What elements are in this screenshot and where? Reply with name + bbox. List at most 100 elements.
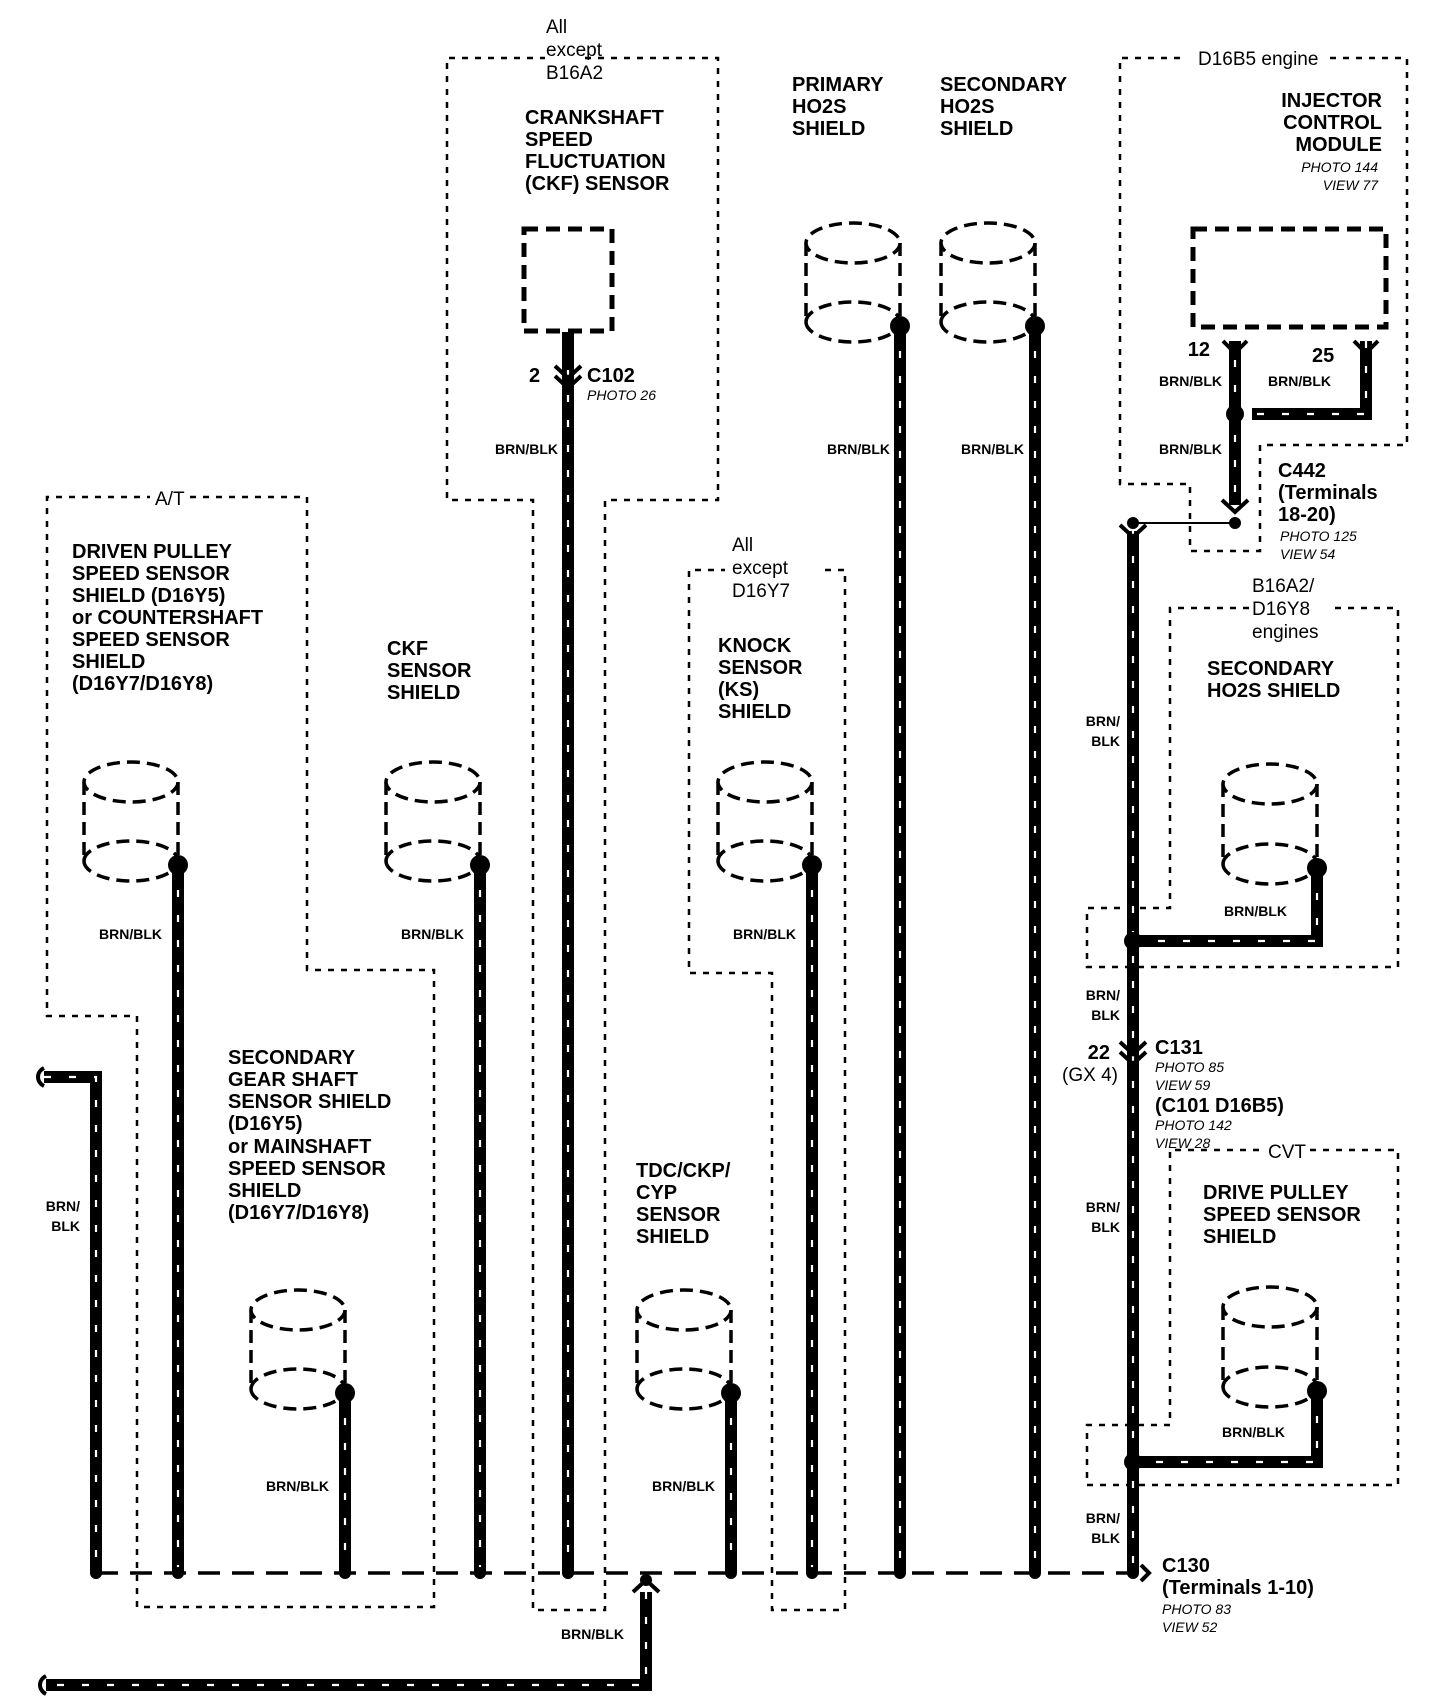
svg-text:KNOCK: KNOCK xyxy=(718,635,792,657)
svg-text:BRN/BLK: BRN/BLK xyxy=(1268,373,1331,389)
svg-text:CONTROL: CONTROL xyxy=(1283,112,1382,134)
svg-text:C442: C442 xyxy=(1278,460,1326,482)
label-driven-pulley-shield: DRIVEN PULLEY SPEED SENSOR SHIELD (D16Y5… xyxy=(72,541,263,695)
c131-chevron xyxy=(1118,1040,1148,1067)
svg-text:BRN/: BRN/ xyxy=(1086,987,1120,1003)
svg-text:BLK: BLK xyxy=(1091,733,1120,749)
svg-text:VIEW 28: VIEW 28 xyxy=(1155,1135,1210,1151)
labels: All except B16A2 A/T All except D16Y7 D1… xyxy=(46,17,1383,1642)
svg-text:SENSOR: SENSOR xyxy=(636,1204,721,1226)
injector-control-module-body xyxy=(1190,226,1389,330)
svg-text:(C101 D16B5): (C101 D16B5) xyxy=(1155,1095,1284,1117)
svg-text:PHOTO 144: PHOTO 144 xyxy=(1301,159,1378,175)
svg-text:C102: C102 xyxy=(587,365,635,387)
label-primary-ho2s-shield: PRIMARY HO2S SHIELD xyxy=(792,74,884,140)
svg-text:FLUCTUATION: FLUCTUATION xyxy=(525,151,666,173)
bottom-wire-break xyxy=(38,1674,48,1696)
option-boxes xyxy=(45,56,1409,1612)
svg-text:SHIELD: SHIELD xyxy=(1203,1226,1276,1248)
icm-pin-25-end xyxy=(1352,339,1380,356)
shield-primary-ho2s-icon xyxy=(804,221,910,344)
shields xyxy=(82,221,1327,1411)
svg-text:SECONDARY: SECONDARY xyxy=(940,74,1068,96)
svg-text:SPEED SENSOR: SPEED SENSOR xyxy=(72,563,230,585)
wire-icm-pin-25 xyxy=(1252,341,1372,420)
svg-text:C131: C131 xyxy=(1155,1037,1203,1059)
svg-text:VIEW 54: VIEW 54 xyxy=(1280,546,1335,562)
svg-text:SHIELD (D16Y5): SHIELD (D16Y5) xyxy=(72,585,225,607)
svg-text:SHIELD: SHIELD xyxy=(940,118,1013,140)
ckf-sensor-body xyxy=(521,226,615,334)
label-ckf-sensor: CRANKSHAFT SPEED FLUCTUATION (CKF) SENSO… xyxy=(525,107,670,195)
label-injector-control-module: INJECTOR CONTROL MODULE PHOTO 144 VIEW 7… xyxy=(1281,90,1382,193)
svg-text:SHIELD: SHIELD xyxy=(636,1226,709,1248)
note-all-except-d16y7-1: All xyxy=(732,535,753,556)
label-secondary-ho2s-shield-b16a2: SECONDARY HO2S SHIELD xyxy=(1207,658,1340,702)
icm-pin-12-end xyxy=(1221,339,1249,356)
connector-c102: 2 C102 PHOTO 26 xyxy=(529,365,656,403)
svg-text:PHOTO 142: PHOTO 142 xyxy=(1155,1117,1232,1133)
svg-text:or COUNTERSHAFT: or COUNTERSHAFT xyxy=(72,607,263,629)
svg-text:INJECTOR: INJECTOR xyxy=(1281,90,1382,112)
icm-pin-25: 25 xyxy=(1312,345,1334,367)
c130-end xyxy=(1139,1563,1152,1583)
label-tdc-ckp-cyp-shield: TDC/CKP/ CYP SENSOR SHIELD xyxy=(636,1160,731,1248)
left-wire-break xyxy=(36,1066,46,1088)
c131-lower-end xyxy=(1118,523,1148,540)
bus-junctions xyxy=(90,405,1244,1586)
box-all-except-d16y7 xyxy=(687,568,847,1612)
svg-text:SHIELD: SHIELD xyxy=(387,682,460,704)
svg-text:(D16Y5): (D16Y5) xyxy=(228,1113,302,1135)
svg-text:(D16Y7/D16Y8): (D16Y7/D16Y8) xyxy=(228,1202,369,1224)
box-at xyxy=(45,495,436,1609)
note-b16a2-d16y8-3: engines xyxy=(1252,622,1319,643)
svg-text:(CKF) SENSOR: (CKF) SENSOR xyxy=(525,173,670,195)
svg-text:2: 2 xyxy=(529,365,540,387)
connector-c131: 22 (GX 4) C131 PHOTO 85 VIEW 59 (C101 D1… xyxy=(1062,1037,1284,1151)
svg-text:HO2S SHIELD: HO2S SHIELD xyxy=(1207,680,1340,702)
svg-text:SHIELD: SHIELD xyxy=(718,701,791,723)
svg-text:22: 22 xyxy=(1088,1042,1110,1064)
svg-text:VIEW 52: VIEW 52 xyxy=(1162,1619,1217,1635)
svg-text:BRN/BLK: BRN/BLK xyxy=(827,441,890,457)
wire-color-labels: BRN/BLK BRN/BLK BRN/BLK BRN/BLK BRN/BLK … xyxy=(46,373,1331,1642)
shield-tdc-ckp-cyp-icon xyxy=(635,1288,741,1411)
note-all-except-b16a2-2: except xyxy=(546,40,603,61)
shield-ckf-sensor-icon xyxy=(384,760,490,883)
shield-secondary-gear-shaft-icon xyxy=(249,1288,355,1411)
note-at: A/T xyxy=(155,489,185,510)
svg-text:(D16Y7/D16Y8): (D16Y7/D16Y8) xyxy=(72,673,213,695)
label-knock-sensor-shield: KNOCK SENSOR (KS) SHIELD xyxy=(718,635,803,723)
bottom-branch-end xyxy=(631,1577,661,1594)
svg-text:DRIVEN PULLEY: DRIVEN PULLEY xyxy=(72,541,233,563)
wire-secondary-ho2s-b16a2 xyxy=(1133,868,1323,947)
svg-text:SECONDARY: SECONDARY xyxy=(1207,658,1335,680)
wire-drive-pulley-shield xyxy=(1133,1391,1323,1468)
svg-text:VIEW 59: VIEW 59 xyxy=(1155,1077,1210,1093)
svg-text:SPEED SENSOR: SPEED SENSOR xyxy=(228,1158,386,1180)
svg-text:(Terminals 1-10): (Terminals 1-10) xyxy=(1162,1577,1314,1599)
shield-knock-sensor-icon xyxy=(716,760,822,883)
svg-text:(GX 4): (GX 4) xyxy=(1062,1065,1118,1086)
note-cvt: CVT xyxy=(1268,1142,1306,1163)
svg-text:DRIVE PULLEY: DRIVE PULLEY xyxy=(1203,1182,1349,1204)
svg-text:HO2S: HO2S xyxy=(940,96,994,118)
svg-text:or MAINSHAFT: or MAINSHAFT xyxy=(228,1136,371,1158)
svg-text:VIEW 77: VIEW 77 xyxy=(1323,177,1379,193)
svg-text:SPEED: SPEED xyxy=(525,129,593,151)
svg-text:BRN/BLK: BRN/BLK xyxy=(266,1478,329,1494)
box-b16a2-d16y8 xyxy=(1085,606,1400,969)
c442-chevron xyxy=(1220,498,1250,515)
svg-text:SHIELD: SHIELD xyxy=(792,118,865,140)
svg-text:BRN/: BRN/ xyxy=(1086,1199,1120,1215)
svg-text:SPEED SENSOR: SPEED SENSOR xyxy=(1203,1204,1361,1226)
svg-text:18-20): 18-20) xyxy=(1278,504,1336,526)
svg-text:SENSOR: SENSOR xyxy=(387,660,472,682)
svg-text:CKF: CKF xyxy=(387,638,428,660)
svg-text:BRN/: BRN/ xyxy=(1086,713,1120,729)
svg-text:BRN/BLK: BRN/BLK xyxy=(401,926,464,942)
svg-text:BLK: BLK xyxy=(1091,1530,1120,1546)
connector-marks xyxy=(36,339,1380,1696)
note-all-except-d16y7-2: except xyxy=(732,558,789,579)
